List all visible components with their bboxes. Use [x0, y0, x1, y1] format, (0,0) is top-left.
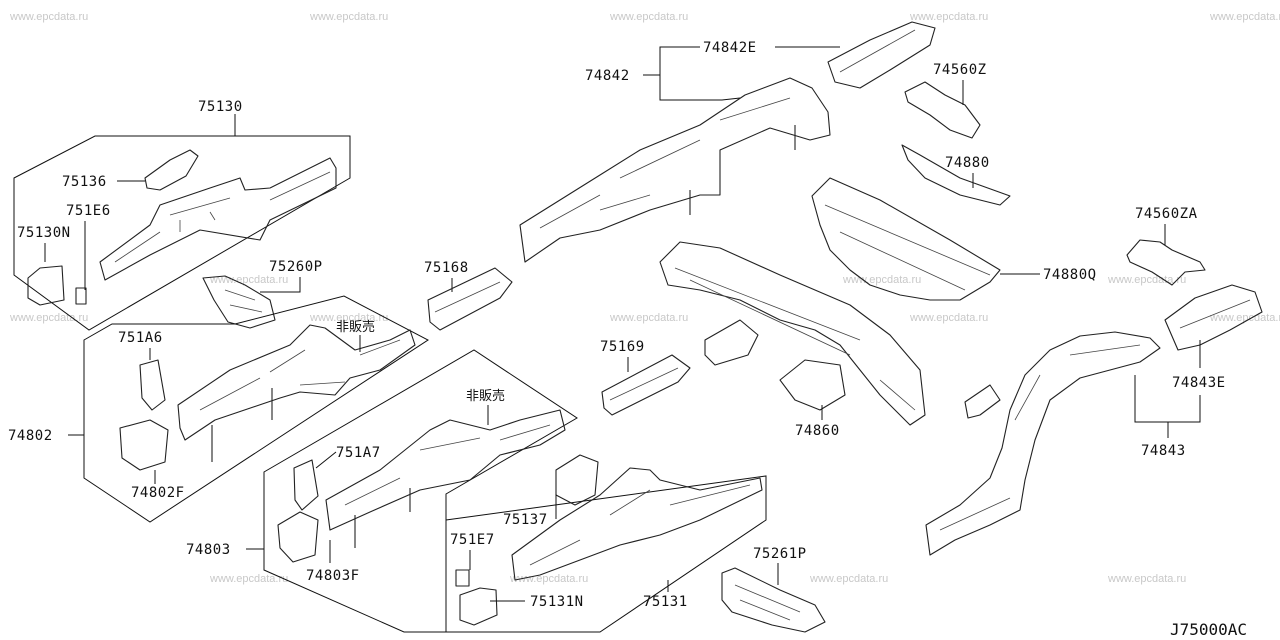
group-74802: 74802 非販売 751A6 74802F [8, 295, 429, 523]
watermark: www.epcdata.ru [9, 312, 88, 324]
group-75261P: 75261P [721, 546, 826, 633]
part-75130N [27, 265, 65, 306]
part-74880Q [811, 177, 1001, 301]
label-74843E: 74843E [1172, 375, 1226, 391]
part-75131-rail [511, 467, 763, 581]
part-74560Z [904, 81, 981, 139]
part-74860-bracket [779, 359, 846, 411]
label-74842E: 74842E [703, 40, 757, 56]
watermark: www.epcdata.ru [9, 11, 88, 23]
label-751A6: 751A6 [118, 330, 163, 346]
part-74843-flange [964, 384, 1001, 419]
label-74880Q: 74880Q [1043, 267, 1097, 283]
label-75169: 75169 [600, 339, 645, 355]
part-74803-rail [325, 409, 566, 531]
part-75261P [721, 567, 826, 633]
group-74560ZA: 74560ZA [1126, 206, 1206, 286]
watermark: www.epcdata.ru [909, 312, 988, 324]
group-75131: 75137 751E7 75131N 75131 [445, 454, 767, 633]
part-74880 [901, 144, 1011, 206]
label-74842: 74842 [585, 68, 630, 84]
diagram-code: J75000AC [1170, 620, 1247, 639]
label-74560Z: 74560Z [933, 62, 987, 78]
watermark: www.epcdata.ru [842, 274, 921, 286]
group-74843: 74843E 74843 [925, 284, 1263, 556]
watermark: www.epcdata.ru [1209, 312, 1280, 324]
part-74802-rail [177, 324, 416, 441]
part-751A6 [139, 359, 166, 411]
part-74843 [925, 331, 1161, 556]
label-751A7: 751A7 [336, 445, 381, 461]
watermark: www.epcdata.ru [1107, 573, 1186, 585]
label-74803F: 74803F [306, 568, 360, 584]
group-75130-outline [13, 135, 351, 331]
watermark: www.epcdata.ru [209, 274, 288, 286]
label-75130N: 75130N [17, 225, 71, 241]
watermark: www.epcdata.ru [309, 11, 388, 23]
watermark: www.epcdata.ru [1107, 274, 1186, 286]
part-74843E [1164, 284, 1263, 351]
part-75137 [555, 454, 599, 506]
watermark: www.epcdata.ru [909, 11, 988, 23]
part-751E7 [455, 569, 470, 587]
part-74860 [659, 241, 926, 426]
part-74560ZA [1126, 239, 1206, 286]
group-75131-outline [445, 475, 767, 633]
watermark: www.epcdata.ru [609, 11, 688, 23]
part-75131N [459, 587, 498, 626]
part-751A7 [293, 459, 319, 511]
label-74860: 74860 [795, 423, 840, 439]
watermark: www.epcdata.ru [309, 312, 388, 324]
group-74860: 74860 [659, 241, 926, 439]
group-75260P: 75260P [202, 259, 323, 329]
group-74842: 74842 74842E [519, 21, 936, 263]
part-75260P [202, 275, 276, 329]
watermark: www.epcdata.ru [209, 573, 288, 585]
part-75169 [601, 354, 691, 416]
group-75169: 75169 [600, 339, 691, 416]
part-75168 [427, 267, 513, 331]
part-74860-bracket [704, 319, 759, 366]
group-74803: 74803 非販売 751A7 74803F [186, 349, 578, 633]
label-74802F: 74802F [131, 485, 185, 501]
part-74802F [119, 419, 169, 471]
label-74802: 74802 [8, 428, 53, 444]
label-751E6: 751E6 [66, 203, 111, 219]
part-75130-rail [99, 157, 337, 281]
watermark: www.epcdata.ru [509, 573, 588, 585]
label-75131N: 75131N [530, 594, 584, 610]
group-74880Q: 74880Q [811, 177, 1097, 301]
part-75136 [144, 149, 199, 191]
group-75168: 75168 [424, 260, 513, 331]
label-75260P: 75260P [269, 259, 323, 275]
label-75168: 75168 [424, 260, 469, 276]
label-75136: 75136 [62, 174, 107, 190]
label-74560ZA: 74560ZA [1135, 206, 1198, 222]
group-74803-outline [263, 349, 578, 633]
part-74842 [519, 77, 831, 263]
watermarks: www.epcdata.ru www.epcdata.ru www.epcdat… [9, 11, 1280, 585]
label-74803: 74803 [186, 542, 231, 558]
watermark: www.epcdata.ru [1209, 11, 1280, 23]
group-75130: 75130 75136 751E6 75130N [13, 99, 351, 331]
label-751E7: 751E7 [450, 532, 495, 548]
label-74843: 74843 [1141, 443, 1186, 459]
label-75137: 75137 [503, 512, 548, 528]
label-75130: 75130 [198, 99, 243, 115]
group-74802-outline [83, 295, 429, 523]
group-74880: 74880 [901, 144, 1011, 206]
watermark: www.epcdata.ru [609, 312, 688, 324]
label-75131: 75131 [643, 594, 688, 610]
not-for-sale-note: 非販売 [466, 388, 505, 404]
group-74560Z: 74560Z [904, 62, 987, 139]
label-75261P: 75261P [753, 546, 807, 562]
label-74880: 74880 [945, 155, 990, 171]
part-74803F [277, 511, 319, 563]
watermark: www.epcdata.ru [809, 573, 888, 585]
not-for-sale-note: 非販売 [336, 319, 375, 335]
part-751E6 [75, 287, 87, 305]
part-74842E [827, 21, 936, 89]
